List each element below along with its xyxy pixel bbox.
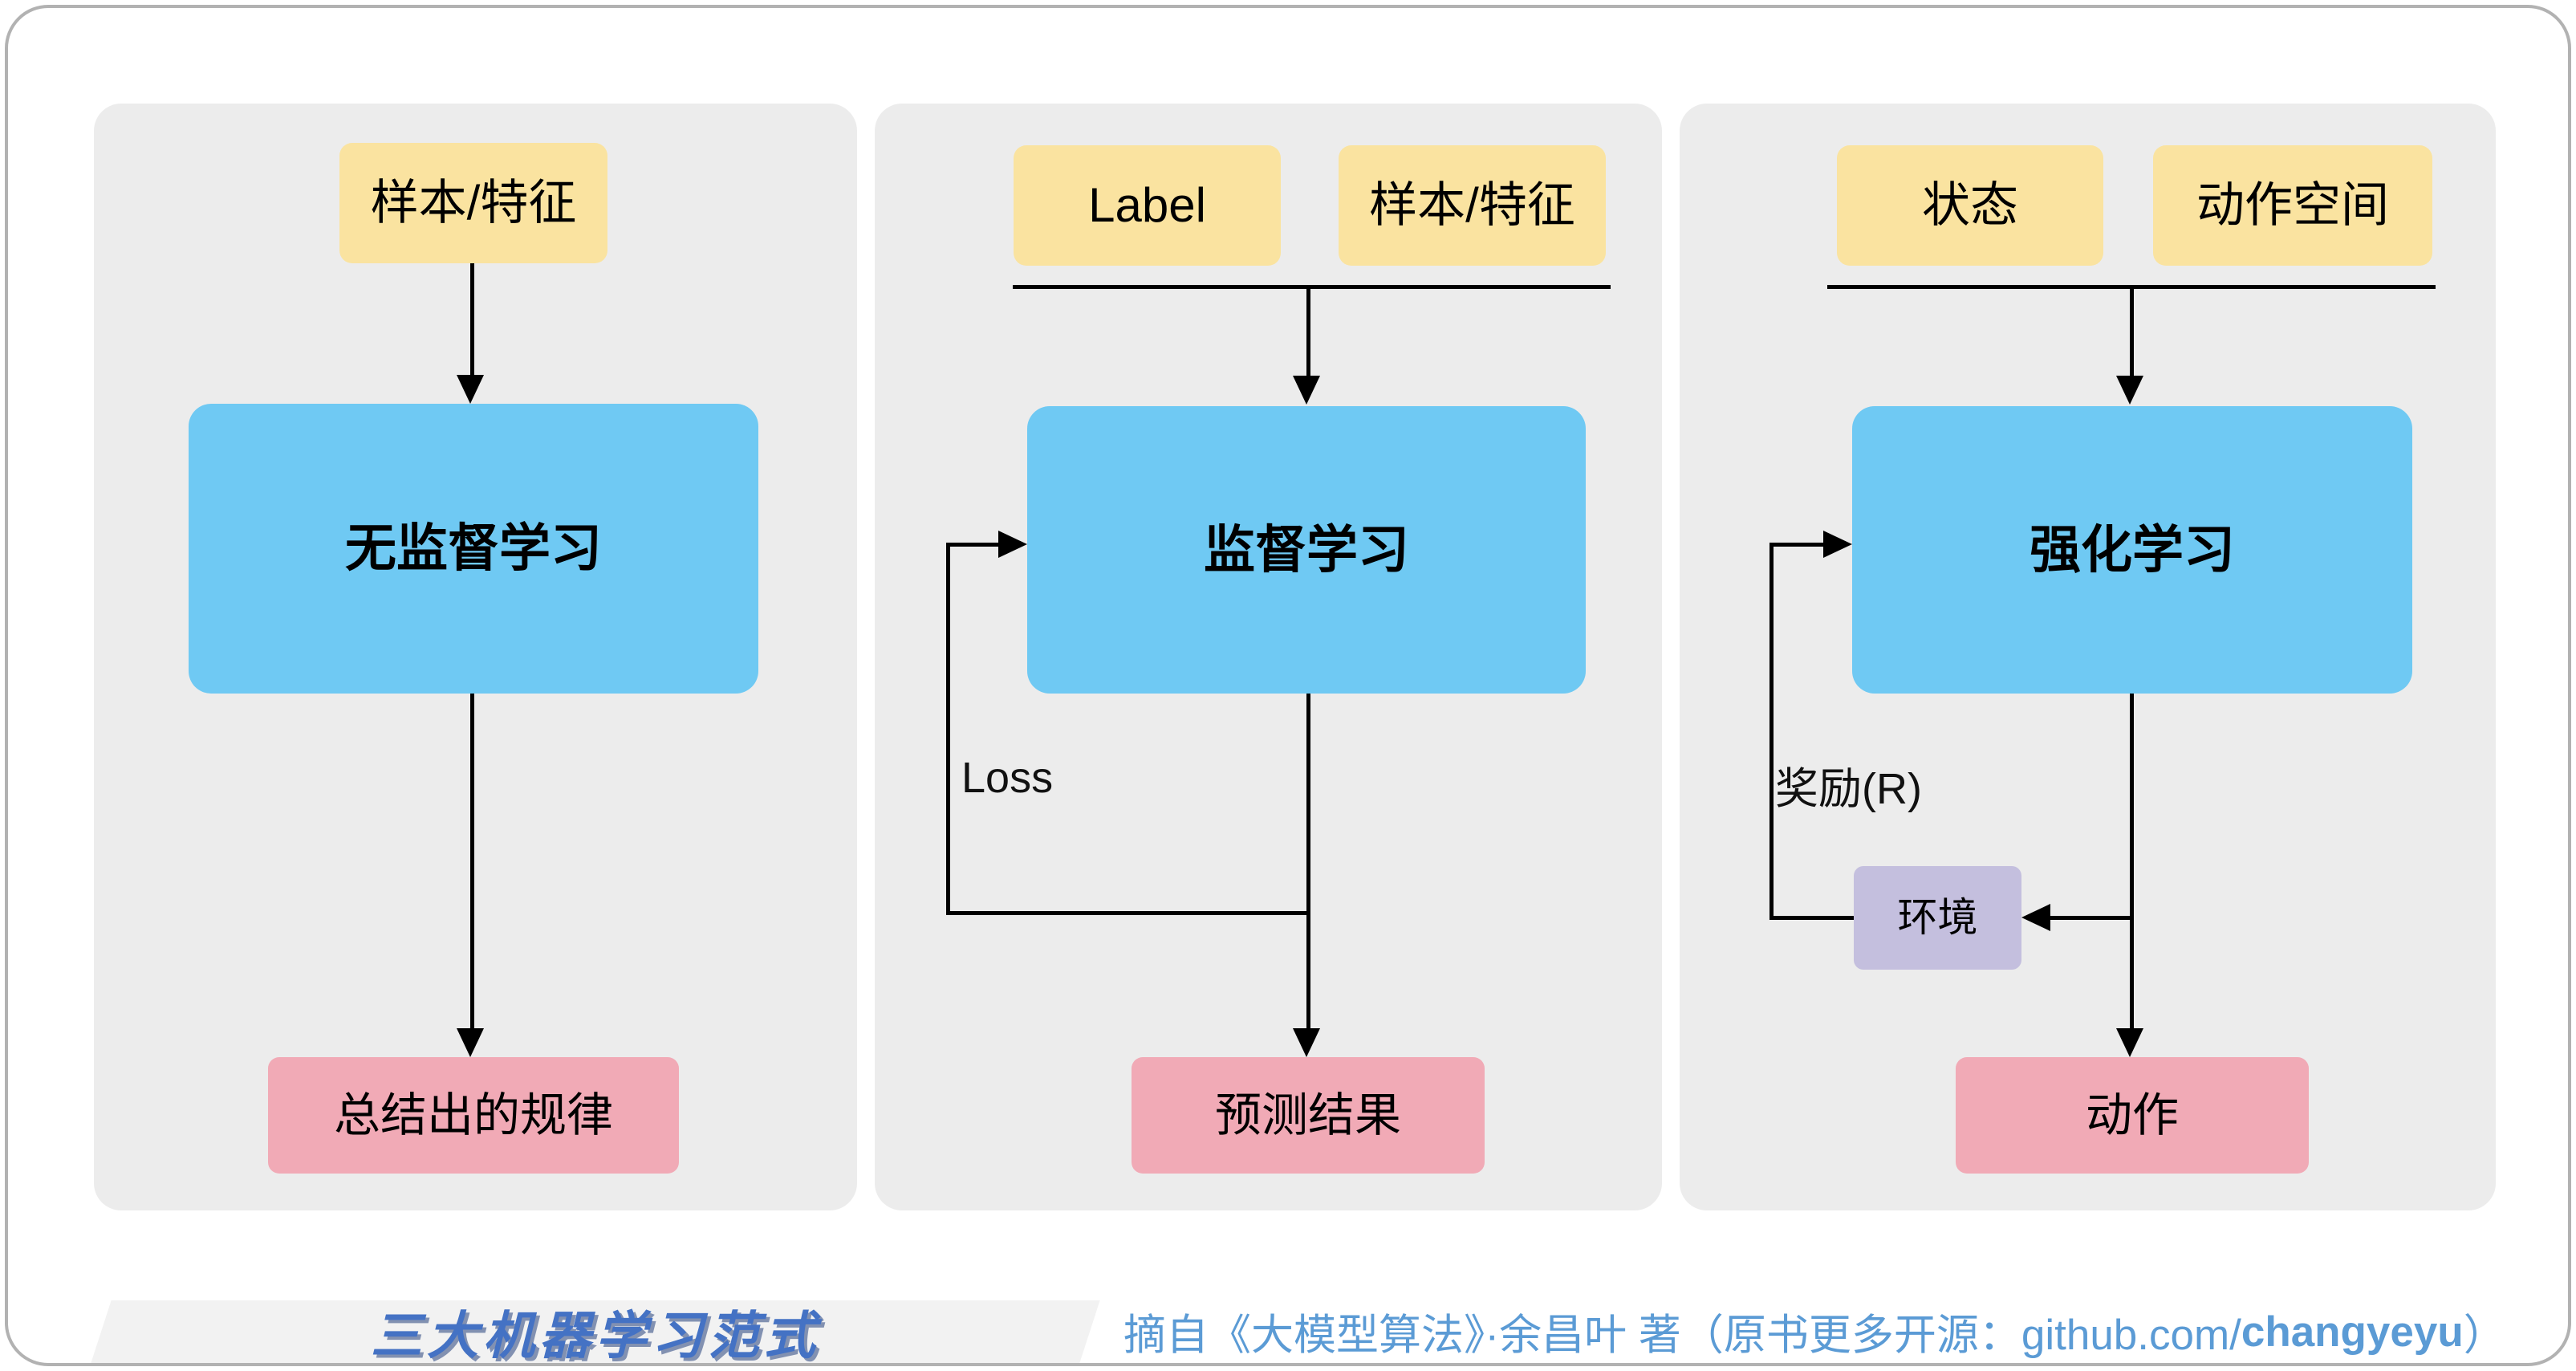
- input-label: 状态: [1922, 178, 2018, 232]
- arrowhead-down-icon: [2116, 376, 2143, 405]
- arrow-line-inputs-to-supervised: [1306, 287, 1310, 376]
- output-label: 预测结果: [1214, 1088, 1401, 1141]
- process-box-unsupervised: 无监督学习: [189, 404, 758, 694]
- process-box-reinforcement: 强化学习: [1852, 406, 2412, 694]
- input-label: Label: [1088, 178, 1206, 232]
- input-label: 动作空间: [2196, 178, 2389, 232]
- loss-loop-vertical-line: [946, 543, 950, 915]
- reward-loop-vertical-line: [1769, 543, 1774, 917]
- credit-text: 摘自《大模型算法》·余昌叶 著（原书更多开源：github.com/: [1123, 1312, 2241, 1359]
- reward-loop-top-line: [1769, 543, 1823, 547]
- credit-github-handle: changyeyu: [2241, 1308, 2464, 1356]
- process-label: 监督学习: [1204, 520, 1409, 579]
- arrow-line-unsupervised-to-output: [470, 694, 474, 1028]
- arrowhead-right-icon: [998, 531, 1027, 558]
- env-to-loop-line: [1769, 916, 1854, 920]
- process-label: 无监督学习: [345, 519, 602, 578]
- arrowhead-down-icon: [1293, 376, 1320, 405]
- input-label: 样本/特征: [1369, 178, 1575, 232]
- input-label: 样本/特征: [370, 176, 577, 230]
- arrow-line-inputs-to-reinforcement: [2130, 287, 2134, 376]
- arrow-line-reinforcement-to-output: [2130, 694, 2134, 1028]
- arrowhead-down-icon: [1293, 1028, 1320, 1057]
- process-label: 强化学习: [2030, 520, 2235, 579]
- reward-label: 奖励(R): [1775, 765, 1922, 813]
- action-to-env-line: [2049, 916, 2131, 920]
- arrowhead-down-icon: [2116, 1028, 2143, 1057]
- output-label: 动作: [2085, 1088, 2179, 1141]
- loss-loop-bottom-line: [946, 911, 1310, 915]
- credit-suffix: ）: [2463, 1312, 2506, 1359]
- input-box-sample-features-2: 样本/特征: [1339, 145, 1606, 266]
- arrow-line-supervised-to-output: [1306, 694, 1310, 1028]
- input-box-sample-features-1: 样本/特征: [339, 143, 607, 263]
- loss-label: Loss: [961, 754, 1054, 802]
- footer-credit: 摘自《大模型算法》·余昌叶 著（原书更多开源：github.com/changy…: [1123, 1300, 2520, 1363]
- footer-title: 三大机器学习范式: [371, 1308, 820, 1365]
- arrowhead-left-icon: [2021, 904, 2050, 931]
- arrowhead-down-icon: [457, 1028, 484, 1057]
- input-box-state: 状态: [1837, 145, 2103, 266]
- output-box-prediction: 预测结果: [1132, 1057, 1485, 1174]
- process-box-supervised: 监督学习: [1027, 406, 1586, 694]
- arrow-line-input-to-unsupervised: [470, 263, 474, 376]
- input-box-action-space: 动作空间: [2153, 145, 2432, 266]
- arrowhead-down-icon: [457, 375, 484, 404]
- arrowhead-right-icon: [1823, 531, 1852, 558]
- loss-loop-top-line: [946, 543, 1002, 547]
- output-box-action: 动作: [1956, 1057, 2309, 1174]
- environment-label: 环境: [1897, 895, 1978, 940]
- join-line-inputs: [1013, 285, 1611, 289]
- output-box-rules: 总结出的规律: [268, 1057, 679, 1174]
- output-label: 总结出的规律: [333, 1088, 613, 1141]
- environment-box: 环境: [1854, 866, 2021, 970]
- input-box-label: Label: [1014, 145, 1281, 266]
